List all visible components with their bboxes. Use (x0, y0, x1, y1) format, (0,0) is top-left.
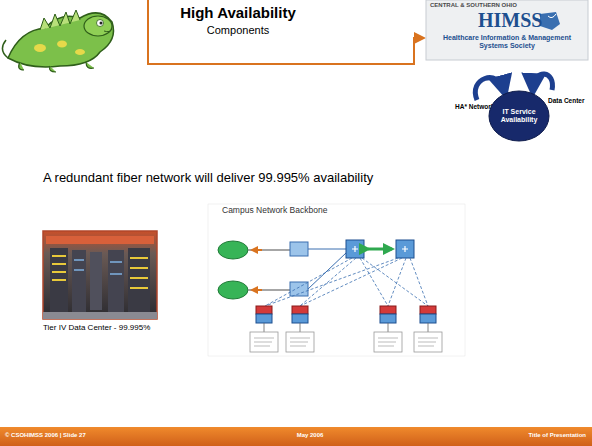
logo-tagline: Healthcare Information & Management Syst… (432, 34, 582, 50)
slide-subtitle: Components (207, 24, 269, 37)
circle-text: IT Service Availability (496, 108, 542, 124)
connector-rule (148, 0, 424, 64)
circle-shape (489, 91, 549, 141)
curved-arrow (533, 74, 552, 90)
dragon-cartoon (2, 10, 113, 72)
circle-text-line: IT Service Availability (496, 108, 542, 124)
footer-text: Title of Presentation (528, 432, 586, 439)
slide-title: High Availability (180, 4, 296, 21)
diagram-caption: Campus Network Backbone (222, 206, 327, 216)
arrow-label: Data Center (548, 97, 584, 104)
statement-text: A redundant fiber network will deliver 9… (43, 171, 373, 186)
footer-text: © CSOHIMSS 2006 | Slide 27 (5, 432, 86, 439)
network-diagram (208, 204, 465, 356)
footer-text: May 2006 (297, 432, 324, 439)
logo-name: HIMSS (478, 9, 542, 32)
logo-region: CENTRAL & SOUTHERN OHIO (430, 2, 517, 9)
logo-badge (426, 0, 588, 60)
datacenter-photo (43, 231, 157, 319)
footer-bar (0, 427, 592, 446)
photo-caption: Tier IV Data Center - 99.995% (43, 323, 150, 332)
arrow-label: HA* Network (455, 103, 494, 110)
service-circle: IT Service Availability (488, 90, 550, 142)
